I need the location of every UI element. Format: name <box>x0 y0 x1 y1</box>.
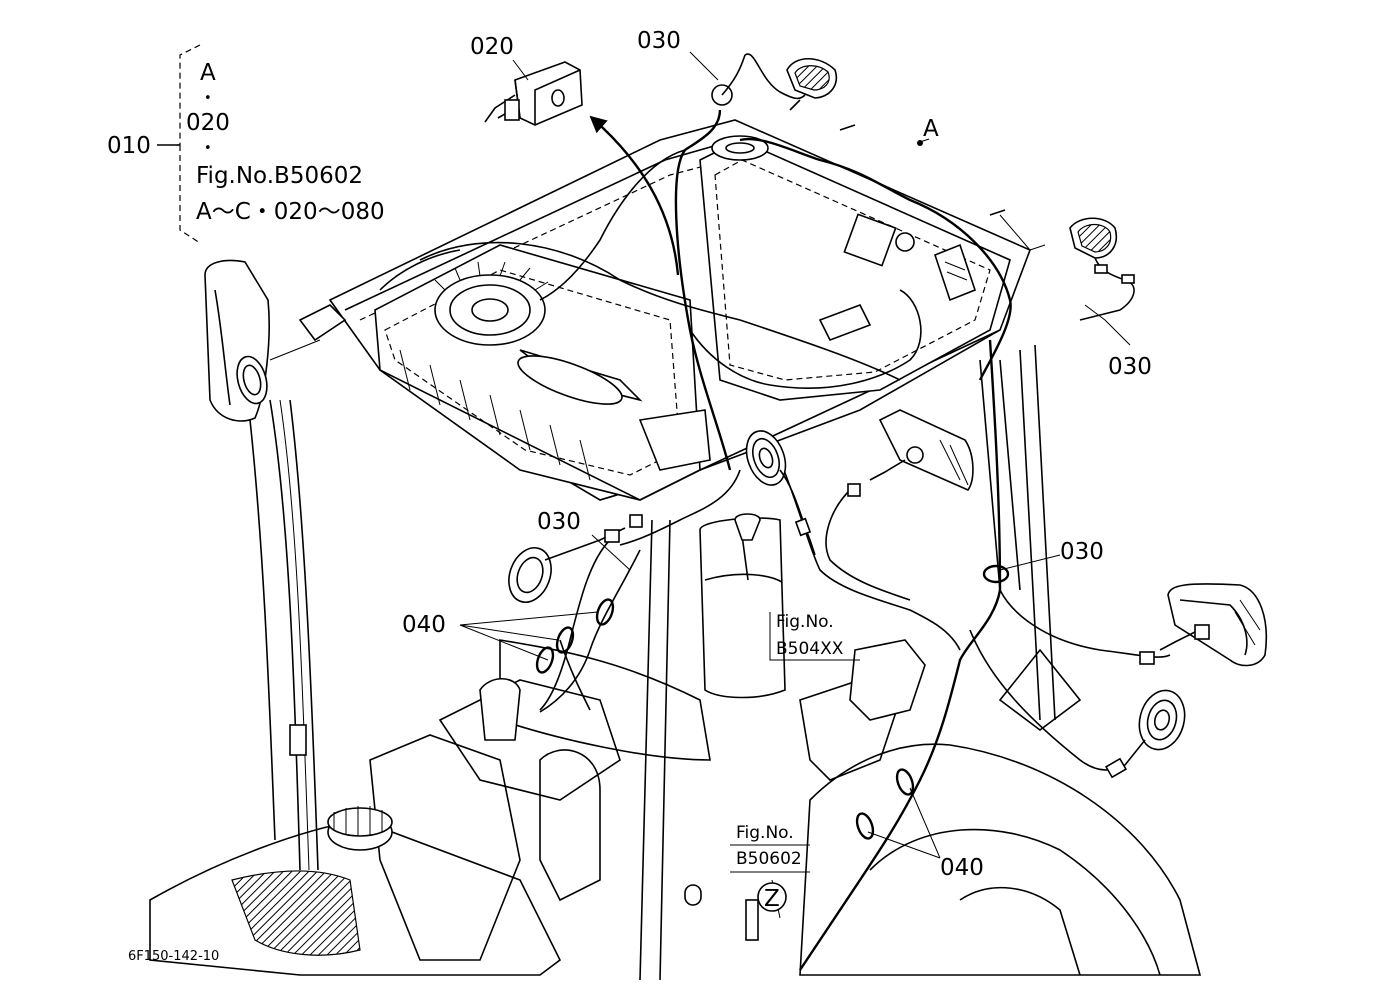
label-030-mid-left: 030 <box>537 509 581 535</box>
label-fig-b504xx-line2: B504XX <box>776 639 844 659</box>
label-fig-b504xx-line1: Fig.No. <box>776 612 834 632</box>
connector-020 <box>484 61 583 126</box>
rear-work-light-right <box>1069 217 1135 321</box>
rear-work-light-top <box>711 53 837 106</box>
cab-lower-body <box>149 513 1202 976</box>
label-fig-b50602-line2: B50602 <box>736 849 802 869</box>
label-010: 010 <box>107 133 151 159</box>
label-group-dot2: • <box>204 141 212 156</box>
label-group-range: A～C・020～080 <box>196 199 385 225</box>
label-030-mid-right: 030 <box>1060 539 1104 565</box>
label-030-right: 030 <box>1108 354 1152 380</box>
view-z-circle <box>757 882 787 912</box>
label-group-dot1: • <box>204 91 212 106</box>
label-view-z: Z <box>764 886 780 912</box>
label-a-top: A <box>923 116 939 142</box>
roof-headliner <box>699 135 1011 401</box>
drawing-id: 6F150-142-10 <box>128 949 219 964</box>
leader-lines <box>459 51 1131 919</box>
right-rear-lamp <box>1139 583 1268 667</box>
left-side-beacon <box>508 514 643 603</box>
label-group-fig-ref: Fig.No.B50602 <box>196 163 363 189</box>
beacon-right <box>1104 689 1186 779</box>
label-fig-b50602-line1: Fig.No. <box>736 823 794 843</box>
label-040-left: 040 <box>402 612 446 638</box>
label-040-right: 040 <box>940 855 984 881</box>
label-020: 020 <box>470 34 514 60</box>
label-group-a: A <box>200 60 216 86</box>
right-mid-lamp <box>847 409 974 497</box>
label-030-top: 030 <box>637 28 681 54</box>
group-bracket-010 <box>157 44 201 244</box>
cab-pillars <box>249 344 1056 981</box>
pointer-arrow-020 <box>589 115 680 276</box>
left-mirror <box>204 259 347 422</box>
clamps-040 <box>535 564 1010 840</box>
harness-wires <box>379 109 1171 971</box>
roof-console <box>374 244 711 501</box>
label-group-020: 020 <box>186 110 230 136</box>
beacon-center <box>745 430 816 556</box>
